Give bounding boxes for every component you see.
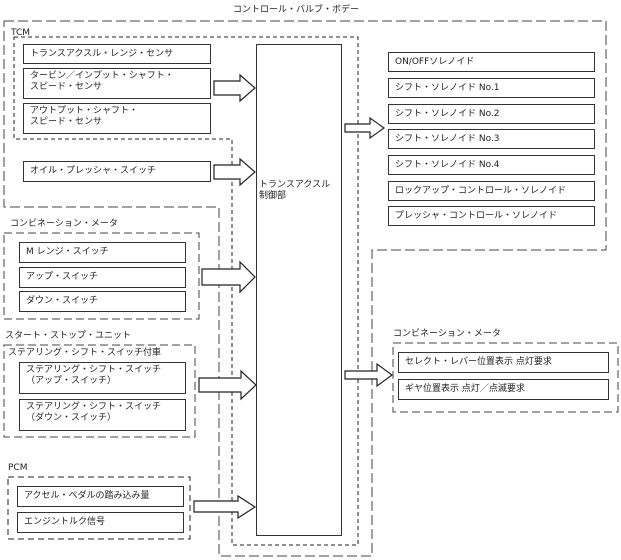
- diagram-title: コントロール・バルブ・ボデー: [233, 5, 360, 15]
- arrow-oil-pressure: [213, 157, 256, 187]
- item-text: シフト・ソレノイド No.1: [395, 82, 500, 93]
- transaxle-control-label: トランスアクスル 制御部: [259, 180, 330, 202]
- item-text: シフト・ソレノイド No.3: [395, 133, 500, 144]
- item-text: ダウン・スイッチ: [26, 296, 99, 306]
- tcm-item-range-sensor: トランスアクスル・レンジ・センサ: [23, 44, 211, 64]
- ecu-label-line2: 制御部: [259, 191, 287, 201]
- steering-shift-down-switch: ステアリング・シフト・スイッチ （ダウン・スイッチ）: [19, 399, 186, 431]
- transaxle-control-unit: [256, 44, 342, 536]
- item-text-line1: アウトプット・シャフト・: [30, 106, 139, 116]
- item-text: トランスアクスル・レンジ・センサ: [30, 48, 174, 59]
- item-text-line1: タービン／インプット・シャフト・: [30, 71, 174, 81]
- item-text: プレッシャ・コントロール・ソレノイド: [395, 210, 558, 221]
- item-text: ロックアップ・コントロール・ソレノイド: [395, 185, 567, 196]
- item-text: オイル・プレッシャ・スイッチ: [30, 166, 157, 176]
- arrow-solenoids: [344, 116, 386, 140]
- m-range-switch: M レンジ・スイッチ: [19, 242, 186, 263]
- item-text-line2: （ダウン・スイッチ）: [26, 413, 117, 423]
- item-text-line1: ステアリング・シフト・スイッチ: [26, 365, 162, 375]
- item-text: シフト・ソレノイド No.4: [395, 159, 500, 170]
- combination-meter-in-label: コンビネーション・メータ: [10, 219, 118, 229]
- combination-meter-out-label: コンビネーション・メータ: [393, 329, 501, 339]
- pcm-label: PCM: [8, 463, 28, 473]
- item-text: アクセル・ペダルの踏み込み量: [24, 491, 150, 501]
- solenoid-on-off: ON/OFFソレノイド: [388, 52, 595, 72]
- gear-position-display-request: ギヤ位置表示 点灯／点滅要求: [398, 379, 609, 400]
- item-text: シフト・ソレノイド No.2: [395, 108, 500, 119]
- arrow-pcm: [193, 494, 257, 520]
- accelerator-pedal-amount: アクセル・ペダルの踏み込み量: [17, 486, 184, 507]
- item-text-line2: スピード・センサ: [30, 82, 103, 92]
- solenoid-pressure-control: プレッシャ・コントロール・ソレノイド: [388, 206, 595, 226]
- item-text-line1: ステアリング・シフト・スイッチ: [26, 402, 162, 412]
- solenoid-lockup-control: ロックアップ・コントロール・ソレノイド: [388, 181, 595, 201]
- steering-shift-switch-equipped-label: ステアリング・シフト・スイッチ付車: [8, 348, 162, 358]
- oil-pressure-switch: オイル・プレッシャ・スイッチ: [23, 161, 211, 182]
- tcm-label: TCM: [11, 28, 31, 38]
- steering-shift-up-switch: ステアリング・シフト・スイッチ （アップ・スイッチ）: [19, 362, 186, 394]
- item-text: セレクト・レバー位置表示 点灯要求: [405, 357, 552, 367]
- item-text-line2: スピード・センサ: [30, 117, 103, 127]
- start-stop-unit-label: スタート・ストップ・ユニット: [5, 331, 132, 341]
- solenoid-shift-3: シフト・ソレノイド No.3: [388, 129, 595, 149]
- ecu-label-line1: トランスアクスル: [259, 180, 331, 190]
- up-switch: アップ・スイッチ: [19, 267, 186, 288]
- item-text: ギヤ位置表示 点灯／点滅要求: [405, 384, 525, 394]
- tcm-item-turbine-speed-sensor: タービン／インプット・シャフト・ スピード・センサ: [23, 68, 211, 99]
- solenoid-shift-4: シフト・ソレノイド No.4: [388, 155, 595, 175]
- arrow-combination-meter-in: [201, 260, 256, 294]
- solenoid-shift-2: シフト・ソレノイド No.2: [388, 104, 595, 124]
- item-text: エンジントルク信号: [24, 517, 106, 527]
- select-lever-position-request: セレクト・レバー位置表示 点灯要求: [398, 352, 609, 373]
- engine-torque-signal: エンジントルク信号: [17, 512, 184, 533]
- item-text: M レンジ・スイッチ: [26, 247, 109, 257]
- arrow-start-stop: [198, 369, 257, 401]
- item-text-line2: （アップ・スイッチ）: [26, 376, 117, 386]
- item-text: ON/OFFソレノイド: [395, 56, 475, 67]
- arrow-tcm-sensors: [213, 73, 256, 103]
- down-switch: ダウン・スイッチ: [19, 291, 186, 312]
- arrow-combination-meter-out: [344, 362, 394, 388]
- item-text: アップ・スイッチ: [26, 272, 99, 282]
- solenoid-shift-1: シフト・ソレノイド No.1: [388, 78, 595, 98]
- tcm-item-output-speed-sensor: アウトプット・シャフト・ スピード・センサ: [23, 103, 211, 134]
